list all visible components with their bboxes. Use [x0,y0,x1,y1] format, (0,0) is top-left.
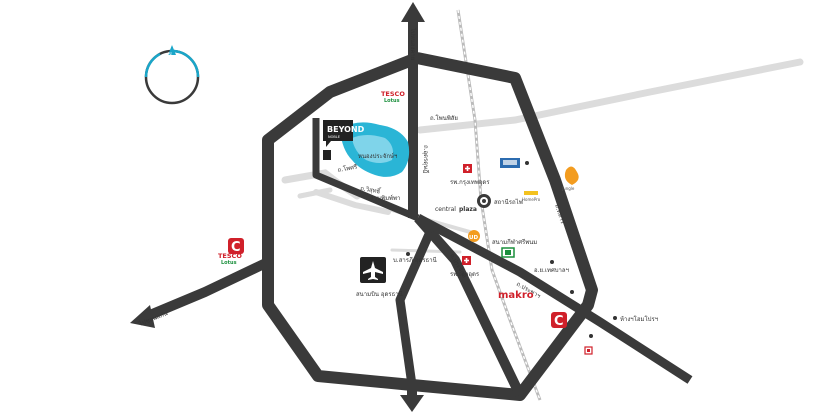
svg-text:บ.สารภี อุดรธานี: บ.สารภี อุดรธานี [393,256,437,264]
svg-text:makro: makro [498,290,534,301]
central-plaza: central plaza [435,206,477,213]
homepro-logo: HomePro [522,191,541,202]
label-to-nongkhai: ไปหนองคาย [409,27,417,60]
makro-logo: makro [498,290,534,301]
svg-text:รพ.เอกอุดร: รพ.เอกอุดร [450,271,480,278]
svg-text:TESCO: TESCO [381,90,405,98]
railway-line [456,9,542,401]
svg-text:central: central [435,206,456,213]
label-airport: สนามบิน อุดรธานี [356,290,403,298]
north-arrow [401,2,425,22]
poi-dots [570,290,617,338]
jungle-logo: Jungle [561,166,579,191]
big-c-east: C [551,312,567,329]
hospital-cross-icon-2: รพ.เอกอุดร [450,256,480,278]
svg-text:C: C [231,240,241,255]
stadium: สนามกีฬาศรีพนม [492,238,537,258]
svg-text:NOBLE: NOBLE [328,135,340,139]
svg-text:N: N [168,52,172,58]
poi-udon-school: บ.สารภี อุดรธานี [393,252,437,264]
poi-gov-office: อ.ย.เทศบาลฯ [534,260,569,274]
poi-office: ห้างฯโฮมโปรฯ [620,315,658,323]
svg-text:UD: UD [469,235,478,241]
tesco-lotus-west: TESCO Lotus [218,252,242,266]
hospital-cross-icon: รพ.กรุงเทพอุดร [450,164,490,186]
compass-icon: N [144,45,200,105]
svg-text:BEYOND: BEYOND [327,125,365,134]
label-phosi: ถ.โพศรี [337,163,359,174]
label-udon-dussadee: ถ.อุดรดุษฎี [422,145,430,173]
label-phophisan-road: ถ.โพนพิสัย [430,114,458,122]
airplane-icon [360,257,386,283]
road-arrows [130,2,425,412]
big-c-west: C [228,238,244,255]
svg-text:สถานีรถไฟ: สถานีรถไฟ [494,198,523,206]
svg-text:ห้างฯโฮมโปรฯ: ห้างฯโฮมโปรฯ [620,315,658,323]
south-arrow [400,395,424,412]
lake-label: หนองประจักษ์ฯ [358,152,397,160]
clock-tower-icon: สถานีรถไฟ [477,194,523,208]
svg-text:Lotus: Lotus [384,98,400,104]
southwest-arrow [130,305,155,328]
svg-text:สนามกีฬาศรีพนม: สนามกีฬาศรีพนม [492,238,537,246]
svg-text:Lotus: Lotus [221,260,237,266]
blue-signboard [500,158,529,168]
label-phimpa: สวนพิมพ์พา [370,194,400,202]
svg-text:plaza: plaza [459,206,477,213]
svg-text:HomePro: HomePro [522,197,541,202]
main-roads [148,18,693,401]
tesco-lotus-north: TESCO Lotus [381,90,405,104]
lake-nong-prajak: หนองประจักษ์ฯ [340,122,410,177]
svg-text:C: C [554,314,564,329]
beyond-logo: BEYOND NOBLE [323,120,365,160]
svg-text:รพ.กรุงเทพอุดร: รพ.กรุงเทพอุดร [450,179,490,186]
svg-text:TESCO: TESCO [218,252,242,260]
police-station [584,346,593,355]
ud-town: UD [468,230,480,242]
svg-text:Jungle: Jungle [561,186,575,191]
svg-text:อ.ย.เทศบาลฯ: อ.ย.เทศบาลฯ [534,267,569,274]
